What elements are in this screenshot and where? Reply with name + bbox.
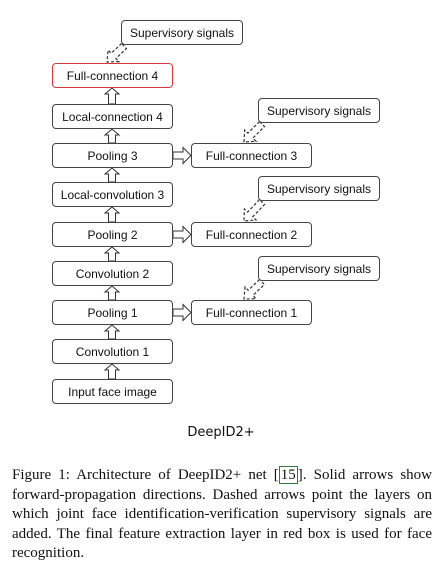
up-arrow-3 <box>103 285 121 301</box>
dashed-arrow-1 <box>243 278 266 300</box>
supervisory-signals-box-top: Supervisory signals <box>121 20 243 45</box>
caption-prefix: Figure 1: Architecture of DeepID2+ net [ <box>12 467 279 483</box>
architecture-diagram <box>103 42 266 380</box>
caption-suffix: ]. Solid arrows show forward-propagation… <box>12 467 432 562</box>
dashed-arrow-top <box>106 42 128 63</box>
right-arrow-1 <box>172 146 192 165</box>
right-arrow-3 <box>172 303 192 322</box>
supervisory-signals-box-2: Supervisory signals <box>258 176 380 201</box>
local-convolution-3-box: Local-convolution 3 <box>52 182 173 207</box>
pooling-3-box: Pooling 3 <box>52 143 173 168</box>
pooling-2-box: Pooling 2 <box>52 222 173 247</box>
full-connection-3-box: Full-connection 3 <box>191 143 312 168</box>
full-connection-2-box: Full-connection 2 <box>191 222 312 247</box>
up-arrow-4 <box>103 246 121 262</box>
supervisory-signals-box-1: Supervisory signals <box>258 256 380 281</box>
full-connection-1-box: Full-connection 1 <box>191 300 312 325</box>
up-arrow-7 <box>103 128 121 144</box>
dashed-arrow-3 <box>243 120 266 143</box>
figure-caption: Figure 1: Architecture of DeepID2+ net [… <box>12 466 432 564</box>
up-arrow-8 <box>103 87 121 105</box>
convolution-1-box: Convolution 1 <box>52 339 173 364</box>
up-arrow-2 <box>103 324 121 340</box>
up-arrow-5 <box>103 206 121 223</box>
full-connection-4-box: Full-connection 4 <box>52 63 173 88</box>
up-arrow-6 <box>103 167 121 183</box>
input-face-image-box: Input face image <box>52 379 173 404</box>
convolution-2-box: Convolution 2 <box>52 261 173 286</box>
supervisory-signals-box-3: Supervisory signals <box>258 98 380 123</box>
right-arrow-2 <box>172 225 192 244</box>
up-arrow-1 <box>103 363 121 380</box>
citation-link[interactable]: 15 <box>278 466 298 484</box>
local-connection-4-box: Local-connection 4 <box>52 104 173 129</box>
pooling-1-box: Pooling 1 <box>52 300 173 325</box>
dashed-arrow-2 <box>243 198 266 222</box>
diagram-title: DeepID2+ <box>187 425 255 440</box>
